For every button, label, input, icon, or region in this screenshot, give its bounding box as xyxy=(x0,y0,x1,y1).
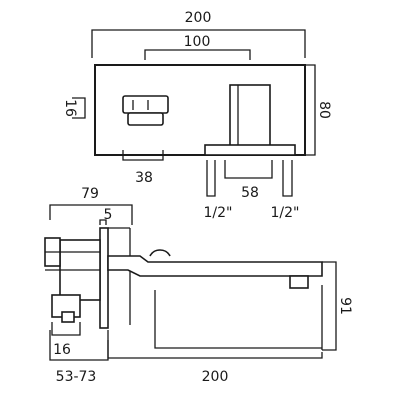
dim-control-width: 38 xyxy=(135,170,153,186)
dim-line-control-offset xyxy=(72,97,86,119)
dim-inner-width: 100 xyxy=(184,34,211,50)
wall-plate xyxy=(99,227,109,329)
dim-adjust-range: 53-73 xyxy=(56,369,97,385)
dim-inlet-left: 1/2" xyxy=(204,205,233,221)
aerator xyxy=(289,275,309,289)
front-view: 200 100 80 16 38 58 1/2" 1/2" xyxy=(62,10,332,221)
dim-inlet-right: 1/2" xyxy=(271,205,300,221)
spout-dome xyxy=(149,249,171,257)
control-handle xyxy=(122,95,169,114)
spout-front xyxy=(229,84,271,156)
spout-arm xyxy=(107,255,323,277)
dim-line-wall-offset xyxy=(51,322,81,336)
dim-spout-height: 91 xyxy=(337,297,353,315)
dim-line-inner-width xyxy=(144,49,251,60)
dim-line-plate-thickness xyxy=(99,219,107,225)
side-view: 79 5 91 16 53-73 200 xyxy=(44,186,353,385)
dim-plate-thickness: 5 xyxy=(104,207,113,223)
dim-body-depth: 79 xyxy=(81,186,99,202)
dim-line-control-width xyxy=(122,150,164,161)
dim-line-inlet-right xyxy=(282,160,293,197)
dim-line-body-depth xyxy=(49,204,133,225)
dim-line-spout-height xyxy=(322,261,337,351)
dim-spout-width: 58 xyxy=(241,185,259,201)
control-knob-base xyxy=(127,112,164,126)
dim-line-height xyxy=(305,64,316,156)
dim-line-spout-projection xyxy=(107,340,323,359)
dim-wall-offset: 16 xyxy=(53,342,71,358)
spout-base xyxy=(204,144,296,156)
dim-line-spout-width xyxy=(224,160,273,179)
dim-line-overall-width xyxy=(91,29,306,58)
dim-overall-width: 200 xyxy=(185,10,212,26)
dim-spout-projection: 200 xyxy=(202,369,229,385)
dim-line-inlet-left xyxy=(206,160,216,197)
dim-control-offset: 16 xyxy=(62,99,78,117)
dim-height: 80 xyxy=(316,101,332,119)
front-plate xyxy=(94,64,306,156)
